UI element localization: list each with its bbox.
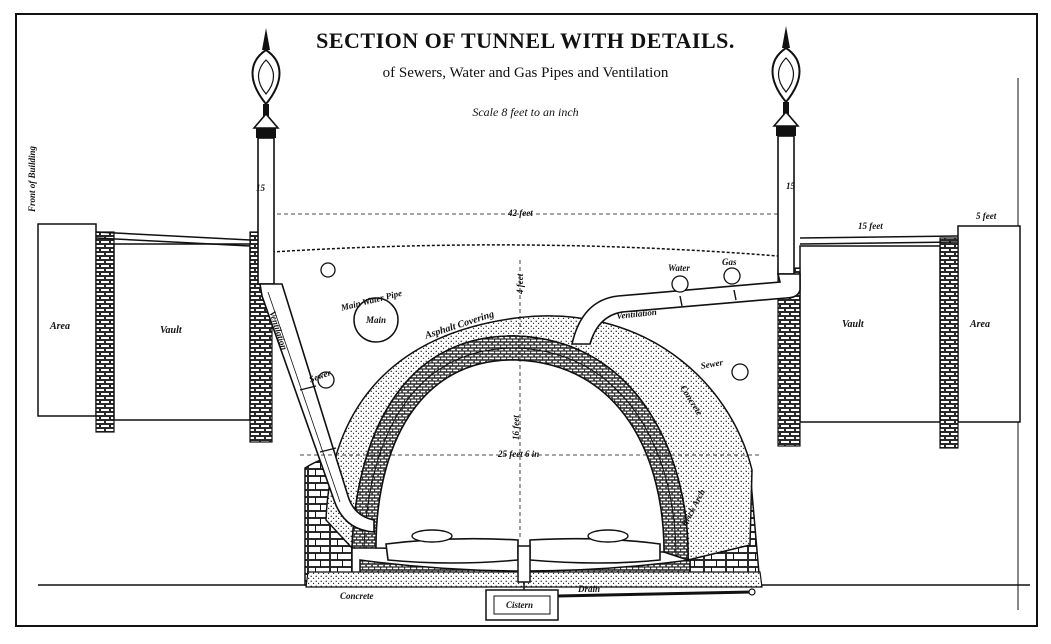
gas-pipe — [723, 267, 741, 285]
outer-frame — [15, 13, 1038, 627]
concrete-base — [305, 571, 763, 588]
scale-note: Scale 8 feet to an inch — [472, 105, 579, 119]
main-water-pipe — [353, 297, 399, 343]
sewer-channel-left — [385, 537, 519, 564]
ventilation-pipe-left — [259, 283, 375, 533]
manhole-left — [411, 529, 453, 543]
area-left-block — [37, 223, 97, 417]
drain-shaft — [517, 545, 531, 583]
tunnel-interior — [375, 359, 665, 553]
diagram-title: SECTION OF TUNNEL WITH DETAILS. — [316, 28, 735, 53]
concrete-bottom-label: Concrete — [340, 591, 374, 601]
fifteen-left-label: 15 — [256, 183, 265, 193]
lamp-post-right — [771, 26, 801, 275]
arch-course-line — [363, 347, 677, 557]
diagram-subtitle: of Sewers, Water and Gas Pipes and Venti… — [382, 65, 669, 81]
sidewalk-left-top — [95, 231, 251, 241]
vault-left-label: Vault — [160, 325, 182, 336]
water-label: Water — [668, 263, 690, 273]
height-label: 16 feet — [511, 415, 521, 440]
sewer-pipe-left — [317, 371, 335, 389]
sidewalk-right-bottom — [799, 241, 959, 245]
sewer-pipe-right — [731, 363, 749, 381]
front-of-building-label: Front of Building — [27, 145, 37, 212]
sidewalk-right-top — [799, 235, 959, 239]
lamp-post-left — [251, 28, 281, 285]
drain-pipe — [557, 590, 753, 598]
area-left-label: Area — [50, 321, 70, 332]
fifteen-right-label: 15 — [786, 181, 795, 191]
small-pipe-left — [320, 262, 336, 278]
water-pipe — [671, 275, 689, 293]
five-feet-label: 5 feet — [976, 211, 997, 221]
sidewalk-left-bottom — [95, 237, 251, 247]
cistern-label: Cistern — [506, 600, 534, 610]
ventilation-pipe-right — [570, 273, 801, 345]
road-surface — [271, 244, 779, 257]
area-right-block — [957, 225, 1021, 423]
drain-label: Drain — [578, 584, 601, 594]
width-top-label: 42 feet — [508, 208, 533, 218]
manhole-right — [587, 529, 629, 543]
sewer-channel-right — [529, 537, 661, 564]
cistern-inner — [493, 595, 551, 615]
main-label: Main — [366, 315, 387, 325]
interior-width-label: 25 feet 6 in — [498, 449, 540, 459]
vault-left-block — [113, 243, 251, 421]
vault-right-label: Vault — [842, 319, 864, 330]
area-right-label: Area — [970, 319, 990, 330]
left-wall — [95, 231, 115, 433]
right-wall — [939, 237, 959, 449]
sidewalk-width-label: 15 feet — [858, 221, 883, 231]
depth-mark-label: 4 feet — [515, 273, 525, 294]
gas-label: Gas — [722, 257, 737, 267]
vault-right-block — [799, 245, 941, 423]
